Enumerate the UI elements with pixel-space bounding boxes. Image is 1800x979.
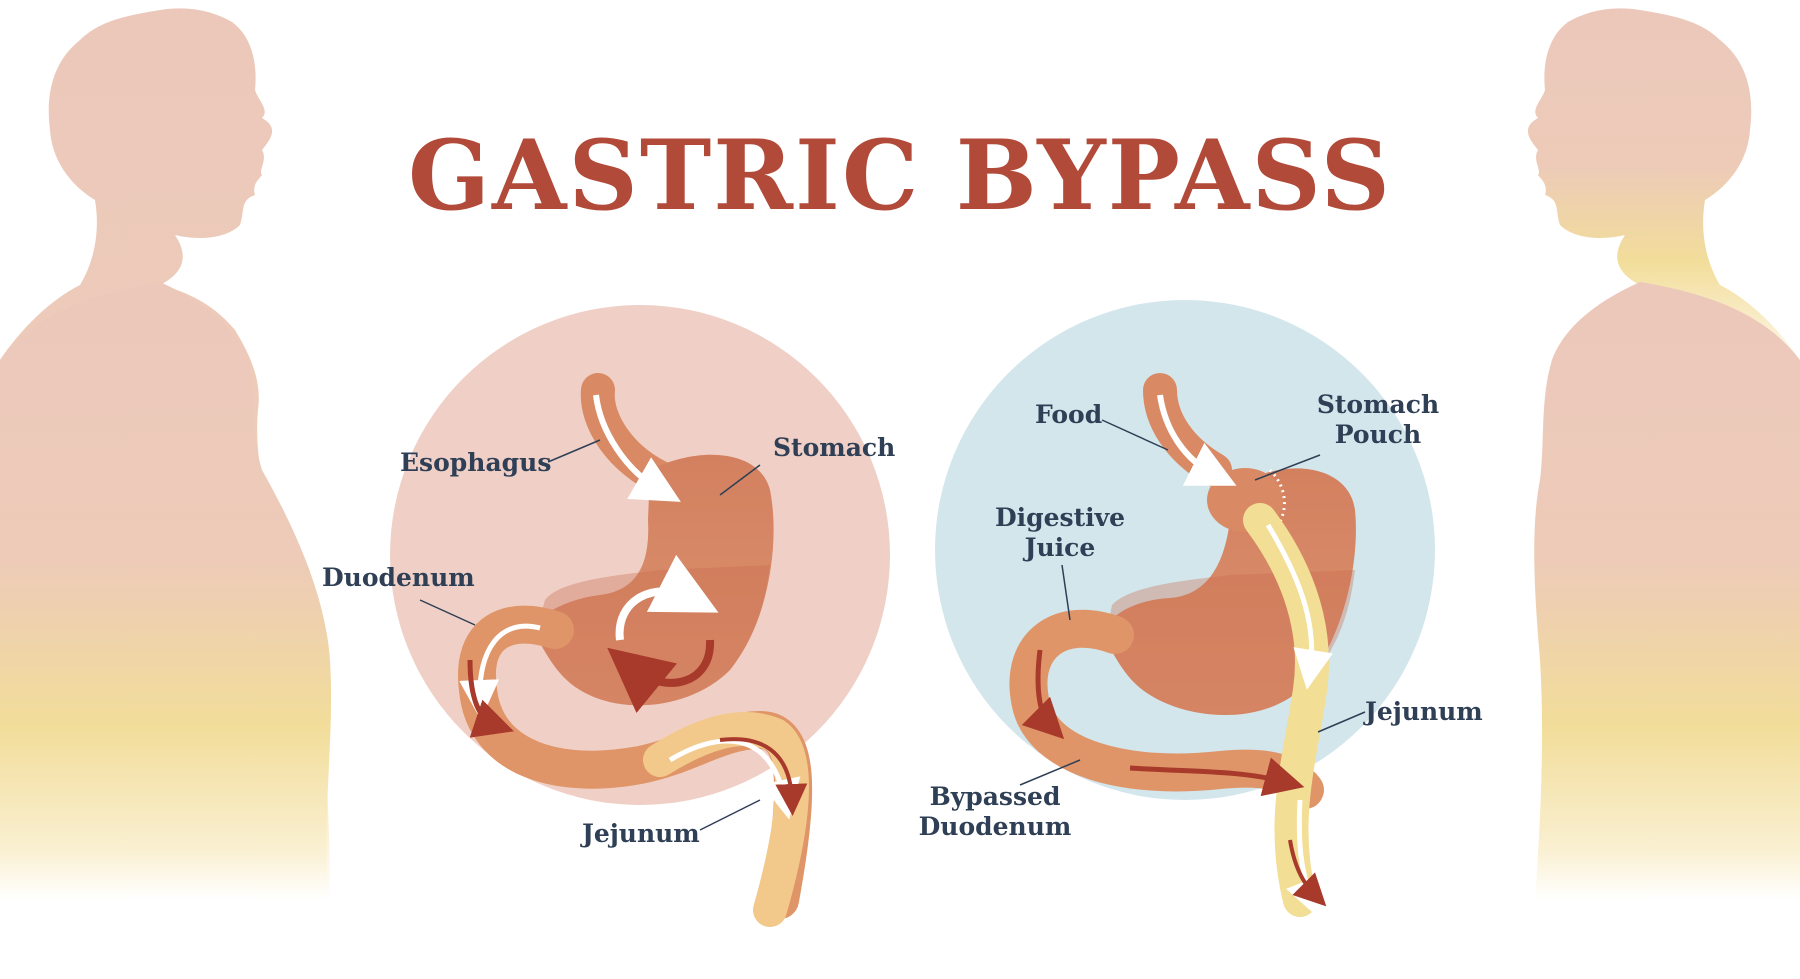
label-bypassed-duodenum: Bypassed Duodenum	[910, 782, 1080, 842]
label-digestive-juice: Digestive Juice	[990, 503, 1130, 563]
before-background-circle	[390, 305, 890, 805]
label-stomach-pouch-line1: Stomach	[1308, 390, 1448, 420]
label-stomach: Stomach	[773, 433, 895, 463]
label-stomach-pouch: Stomach Pouch	[1308, 390, 1448, 450]
label-jejunum-after: Jejunum	[1365, 697, 1483, 727]
label-jejunum-before: Jejunum	[582, 819, 700, 849]
label-digestive-juice-line2: Juice	[990, 533, 1130, 563]
label-bypassed-duodenum-line1: Bypassed	[910, 782, 1080, 812]
label-food: Food	[1035, 400, 1102, 430]
label-esophagus: Esophagus	[400, 448, 551, 478]
page-title: GASTRIC BYPASS	[0, 128, 1800, 224]
silhouette-left-body	[0, 282, 331, 900]
leader-jejunum-before	[700, 800, 760, 830]
label-digestive-juice-line1: Digestive	[990, 503, 1130, 533]
silhouette-right-body	[1534, 282, 1800, 900]
label-stomach-pouch-line2: Pouch	[1308, 420, 1448, 450]
label-bypassed-duodenum-line2: Duodenum	[910, 812, 1080, 842]
label-duodenum: Duodenum	[322, 563, 475, 593]
